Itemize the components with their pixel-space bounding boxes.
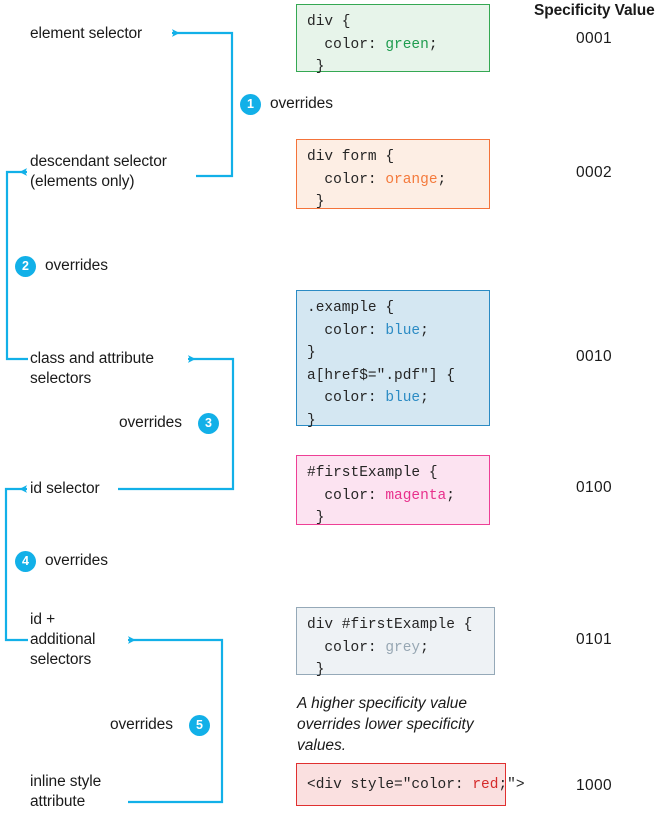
label-class-attribute-selectors: class and attribute selectors <box>30 350 154 387</box>
code-token: <div style="color: <box>307 777 473 793</box>
code-token: color: <box>307 322 386 339</box>
code-token: color: <box>307 487 386 504</box>
code-line: color: blue; <box>307 320 489 343</box>
code-token: #firstExample { <box>307 465 438 481</box>
code-token: } <box>307 412 316 429</box>
code-line: color: grey; <box>307 637 494 660</box>
label-element-selector: element selector <box>30 25 143 42</box>
code-token: } <box>307 662 325 678</box>
badge-overrides-5: 5 <box>189 715 210 736</box>
badge-overrides-1: 1 <box>240 94 261 115</box>
specificity-value-3: 0100 <box>575 479 613 496</box>
specificity-value-0: 0001 <box>575 30 613 47</box>
arrow-1-overrides <box>172 29 234 178</box>
code-token: } <box>307 510 325 526</box>
code-line: color: orange; <box>307 169 489 192</box>
code-token: ; <box>437 171 447 188</box>
code-block-class-attribute-selectors: .example { color: blue;} a[href$=".pdf"] … <box>296 290 490 429</box>
code-token: } <box>307 59 325 75</box>
label-descendant-selector: descendant selector (elements only) <box>30 153 167 190</box>
code-token: ; <box>420 390 429 406</box>
specificity-value-2: 0010 <box>575 348 613 365</box>
badge-overrides-2: 2 <box>15 256 36 277</box>
code-value-token: red <box>472 777 499 793</box>
code-block-element-selector: div { color: green; } <box>296 4 490 75</box>
code-token: } <box>307 345 316 361</box>
code-block-inline-style-attribute: <div style="color: red;"> <box>296 763 525 806</box>
code-token: ; <box>446 487 455 504</box>
code-value-token: blue <box>385 390 421 406</box>
specificity-value-header: Specificity Value <box>534 2 655 19</box>
label-inline-style-attribute: inline style attribute <box>30 773 102 810</box>
code-token: color: <box>307 390 386 406</box>
label-id-additional-selectors: id + additional selectors <box>30 611 96 668</box>
badge-overrides-3: 3 <box>198 413 219 434</box>
code-block-id-additional-selectors: div #firstExample { color: grey; } <box>296 607 495 678</box>
code-value-token: orange <box>385 171 438 188</box>
code-line: .example { <box>307 297 489 320</box>
code-token: color: <box>307 639 386 656</box>
specificity-value-4: 0101 <box>575 631 613 648</box>
code-block-id-selector: #firstExample { color: magenta; } <box>296 455 490 526</box>
overrides-label-5: overrides <box>110 716 173 733</box>
code-line: #firstExample { <box>307 462 489 485</box>
code-line: } <box>307 56 489 79</box>
code-token: div #firstExample { <box>307 617 473 633</box>
specificity-value-5: 1000 <box>575 777 613 794</box>
code-line: } <box>307 659 494 682</box>
label-id-selector: id selector <box>30 480 100 497</box>
code-token: color: <box>307 36 386 53</box>
code-line: } <box>307 410 489 433</box>
code-line: div #firstExample { <box>307 614 494 637</box>
code-value-token: blue <box>385 322 421 339</box>
code-token: a[href$=".pdf"] { <box>307 367 455 384</box>
code-line: <div style="color: red;"> <box>307 774 525 797</box>
code-line: } <box>307 342 489 365</box>
code-line: div { <box>307 11 489 34</box>
code-line: a[href$=".pdf"] { <box>307 365 489 388</box>
code-token: div { <box>307 14 351 30</box>
code-token: ;"> <box>498 777 525 793</box>
code-token: div form { <box>307 149 395 165</box>
code-line: color: magenta; <box>307 485 489 508</box>
overrides-label-4: overrides <box>45 552 108 569</box>
code-token: .example { <box>307 300 395 316</box>
code-line: color: green; <box>307 34 489 57</box>
overrides-label-3: overrides <box>119 414 182 431</box>
code-token: ; <box>420 322 429 339</box>
badge-overrides-4: 4 <box>15 551 36 572</box>
code-line: div form { <box>307 146 489 169</box>
note-higher-specificity: A higher specificity value overrides low… <box>297 695 474 754</box>
code-line: color: blue; <box>307 387 489 410</box>
code-value-token: green <box>385 36 429 53</box>
code-token: ; <box>428 36 438 53</box>
code-value-token: grey <box>385 639 421 656</box>
code-token: } <box>307 194 325 210</box>
code-value-token: magenta <box>385 487 447 504</box>
code-token: ; <box>420 639 429 656</box>
code-token: color: <box>307 171 386 188</box>
specificity-value-1: 0002 <box>575 164 613 181</box>
overrides-label-1: overrides <box>270 95 333 112</box>
overrides-label-2: overrides <box>45 257 108 274</box>
code-line: } <box>307 507 489 530</box>
code-line: } <box>307 191 489 214</box>
code-block-descendant-selector: div form { color: orange; } <box>296 139 490 210</box>
